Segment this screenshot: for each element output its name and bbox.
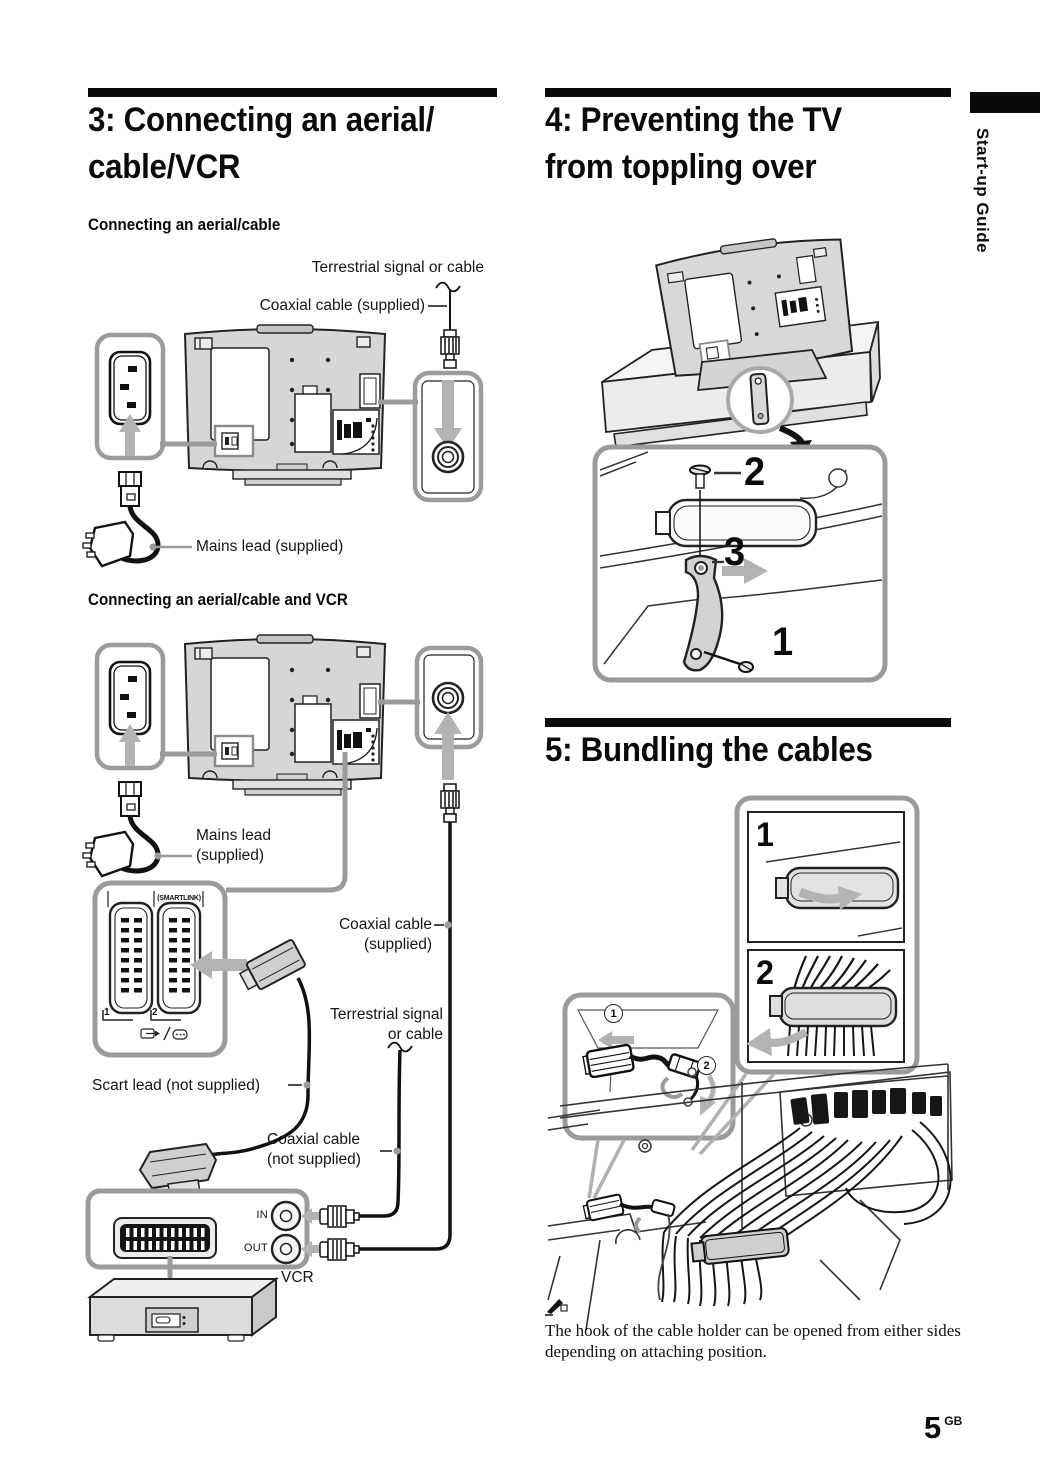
coax-plug-icon bbox=[440, 783, 460, 823]
step-number-1: 1 bbox=[772, 620, 794, 664]
section3-title-line1: 3: Connecting an aerial/ bbox=[88, 101, 435, 139]
section3-title-line2: cable/VCR bbox=[88, 148, 241, 186]
label-terrestrial-2: Terrestrial signal or cable bbox=[330, 1006, 443, 1043]
hook-icon bbox=[634, 1216, 642, 1234]
arrow-curved-icon bbox=[798, 887, 842, 904]
antenna-icon bbox=[435, 281, 461, 293]
connector-cluster bbox=[790, 1088, 942, 1125]
circled-step-1: 1 bbox=[604, 1004, 623, 1023]
cable-holder-icon bbox=[778, 986, 898, 1028]
section3-subheading2: Connecting an aerial/cable and VCR bbox=[88, 591, 348, 609]
arrow-up-icon bbox=[119, 724, 141, 766]
diagram-aerial-cable-vcr bbox=[82, 633, 484, 1342]
arrow-left-icon bbox=[301, 1208, 322, 1224]
scart-plug-icon bbox=[238, 939, 306, 991]
screw-icon bbox=[703, 650, 754, 673]
page-number-value: 5 bbox=[924, 1410, 942, 1445]
arrow-up-icon bbox=[434, 712, 462, 780]
strap-icon bbox=[682, 554, 724, 672]
section3-rule bbox=[88, 88, 497, 97]
scart-socket-1-number: 1 bbox=[104, 1007, 110, 1018]
antenna-icon bbox=[387, 1041, 413, 1053]
coax-plug-icon bbox=[440, 329, 460, 369]
circled-step-2: 2 bbox=[697, 1056, 716, 1075]
tv-on-stand-icon bbox=[655, 238, 854, 377]
section5-title: 5: Bundling the cables bbox=[545, 731, 873, 769]
callout-wedges bbox=[587, 1072, 776, 1199]
scart-function-icons bbox=[140, 1026, 188, 1041]
note-pencil-icon bbox=[545, 1299, 568, 1316]
strap-detail-inset bbox=[592, 444, 888, 683]
hook-icon bbox=[660, 1076, 684, 1099]
scart-socket-2 bbox=[156, 901, 202, 1015]
arrow-left-icon bbox=[301, 1241, 322, 1257]
label-coaxial-not-supplied: Coaxial cable (not supplied) bbox=[267, 1131, 361, 1168]
scart-plug-icon bbox=[138, 1142, 218, 1197]
mains-lead-icon bbox=[82, 781, 161, 878]
arrow-left-icon bbox=[190, 951, 247, 979]
note-line1: The hook of the cable holder can be open… bbox=[545, 1321, 961, 1340]
bundling-step-1: 1 bbox=[756, 816, 774, 854]
section5-rule bbox=[545, 718, 951, 727]
label-in-jack: IN bbox=[256, 1209, 268, 1221]
arrow-left-icon bbox=[598, 1031, 634, 1049]
section4-title-line1: 4: Preventing the TV bbox=[545, 101, 842, 139]
page-number-suffix: GB bbox=[944, 1414, 963, 1428]
mains-lead-icon bbox=[82, 471, 161, 568]
arrow-right-icon bbox=[722, 558, 768, 584]
cable-holder-icon bbox=[690, 1227, 790, 1265]
step-number-3: 3 bbox=[724, 530, 746, 574]
section4-title-line2: from toppling over bbox=[545, 148, 817, 186]
mains-plug-icon bbox=[582, 1193, 625, 1222]
step-number-2: 2 bbox=[744, 450, 766, 494]
bundling-step-2: 2 bbox=[756, 954, 774, 992]
sidebar-label: Start-up Guide bbox=[973, 128, 992, 254]
arrow-down-icon bbox=[434, 380, 462, 450]
label-mains-lead: Mains lead (supplied) bbox=[196, 538, 344, 555]
label-out-jack: OUT bbox=[243, 1242, 268, 1254]
label-coaxial-supplied: Coaxial cable (supplied) bbox=[259, 297, 425, 314]
coax-plug-icon bbox=[319, 1205, 360, 1228]
section3-subheading1: Connecting an aerial/cable bbox=[88, 216, 281, 234]
scart-socket-2-number: 2 bbox=[152, 1007, 158, 1018]
label-smartlink: (SMARTLINK) bbox=[157, 895, 201, 902]
mains-plug-icon bbox=[582, 1043, 635, 1079]
vcr-device-icon bbox=[87, 1277, 279, 1342]
label-coaxial-supplied-2: Coaxial cable (supplied) bbox=[338, 916, 432, 953]
scart-socket-1 bbox=[108, 901, 154, 1015]
diagram-bundling bbox=[547, 795, 953, 1331]
note-line2: depending on attaching position. bbox=[545, 1342, 767, 1361]
arrow-up-icon bbox=[119, 414, 141, 456]
label-terrestrial-signal: Terrestrial signal or cable bbox=[311, 259, 484, 276]
label-vcr: VCR bbox=[281, 1269, 314, 1286]
screw-icon bbox=[689, 464, 711, 560]
sidebar-tab bbox=[970, 92, 1040, 113]
tv-underside-lineart bbox=[547, 1063, 953, 1331]
label-scart-lead: Scart lead (not supplied) bbox=[92, 1077, 261, 1094]
diagram-toppling bbox=[592, 238, 888, 683]
coax-plug-icon bbox=[319, 1238, 360, 1261]
section4-rule bbox=[545, 88, 951, 97]
diagram-aerial-cable bbox=[82, 281, 484, 568]
label-mains-lead-2: Mains lead (supplied) bbox=[196, 827, 271, 864]
